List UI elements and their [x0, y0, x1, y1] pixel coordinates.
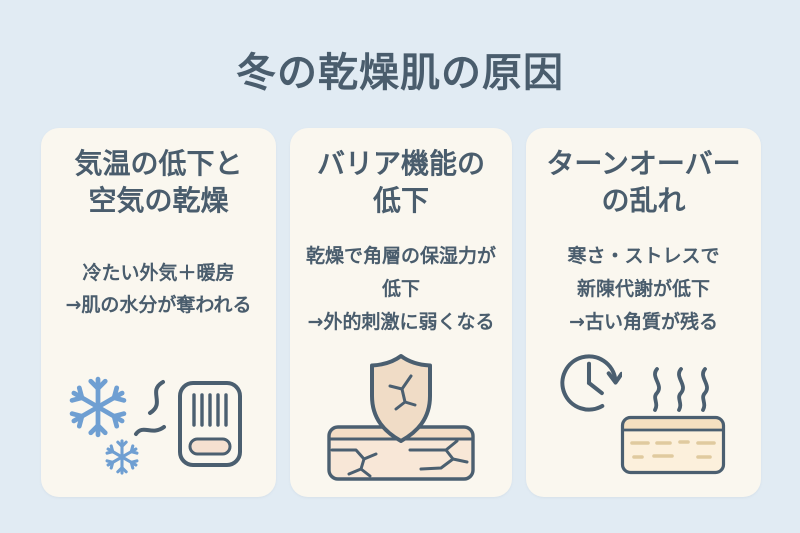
card-title-line: ターンオーバー [546, 147, 741, 180]
card-description-line: →古い角質が残る [569, 310, 718, 333]
card-description: 寒さ・ストレスで 新陳代謝が低下 →古い角質が残る [526, 237, 761, 341]
card-temperature-drop: 気温の低下と 空気の乾燥 冷たい外気＋暖房 →肌の水分が奪われる [41, 128, 276, 497]
card-description-line: →肌の水分が奪われる [65, 294, 252, 317]
snowflake-large-icon [65, 374, 131, 440]
skin-surface-icon [620, 415, 726, 475]
card-title-line: 気温の低下と [74, 147, 243, 180]
card-turnover: ターンオーバー の乱れ 寒さ・ストレスで 新陳代謝が低下 →古い角質が残る [526, 128, 761, 497]
card-description-line: 新陳代謝が低下 [576, 278, 710, 301]
card-illustration [526, 128, 761, 497]
steam-lines-icon [653, 367, 709, 412]
card-title-line: 空気の乾燥 [88, 184, 229, 218]
card-illustration [290, 128, 512, 497]
card-description-line: →外的刺激に弱くなる [307, 310, 495, 333]
card-title: バリア機能の 低下 [290, 145, 512, 219]
card-description: 冷たい外気＋暖房 →肌の水分が奪われる [41, 237, 276, 341]
snowflake-small-icon [103, 438, 141, 476]
page-title: 冬の乾燥肌の原因 [236, 50, 564, 96]
clock-arrow-icon [560, 354, 622, 412]
cracked-shield-skin-icon [327, 354, 475, 481]
card-description: 乾燥で角層の保湿力が 低下 →外的刺激に弱くなる [290, 237, 512, 341]
card-illustration [41, 128, 276, 497]
card-description-line: 冷たい外気＋暖房 [82, 261, 235, 284]
card-title-line: 低下 [372, 184, 429, 218]
card-description-line: 低下 [381, 278, 420, 301]
cause-cards: 気温の低下と 空気の乾燥 冷たい外気＋暖房 →肌の水分が奪われる [41, 128, 761, 497]
card-description-line: 寒さ・ストレスで [567, 245, 720, 268]
card-barrier-function: バリア機能の 低下 乾燥で角層の保湿力が 低下 →外的刺激に弱くなる [290, 128, 512, 497]
card-description-line: 乾燥で角層の保湿力が [305, 245, 496, 268]
card-title: ターンオーバー の乱れ [526, 145, 761, 219]
card-title: 気温の低下と 空気の乾燥 [41, 145, 276, 219]
heater-icon [178, 381, 242, 467]
card-title-line: の乱れ [601, 184, 686, 218]
card-title-line: バリア機能の [316, 147, 485, 180]
warm-air-waves-icon [134, 380, 166, 436]
